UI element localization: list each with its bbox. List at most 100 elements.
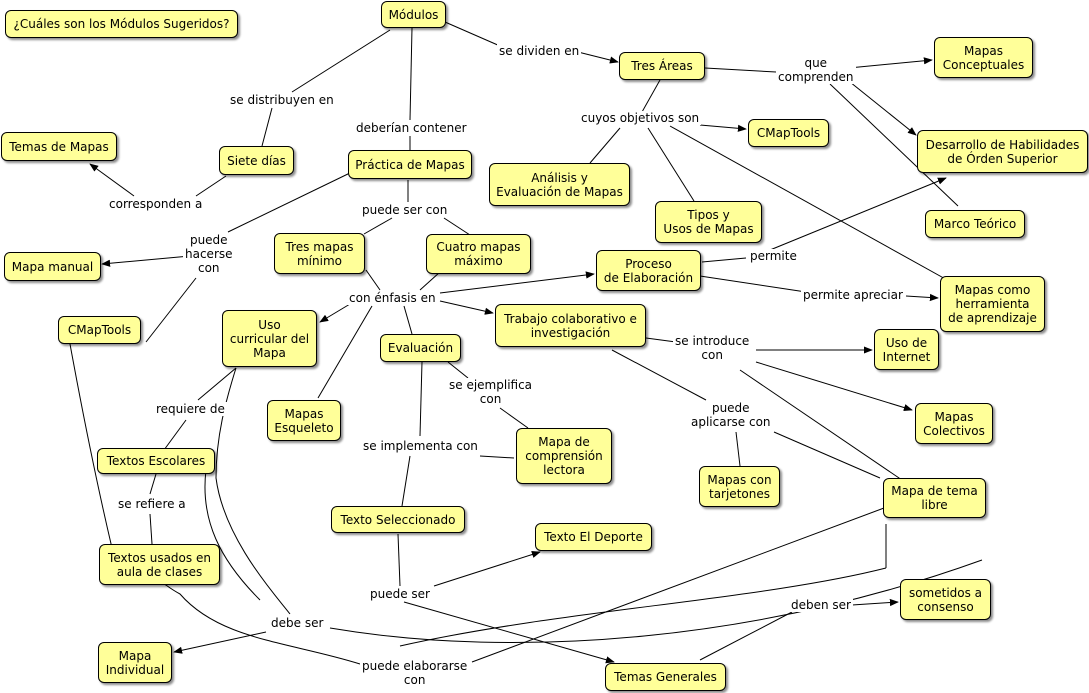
textos-escolares-concept[interactable]: Textos Escolares <box>97 448 215 474</box>
link-se-refiere-a[interactable]: se refiere a <box>116 497 188 511</box>
link-line <box>773 431 881 479</box>
link-deben-ser[interactable]: deben ser <box>789 598 853 612</box>
evaluacion-concept[interactable]: Evaluación <box>380 334 461 362</box>
cmaptools-left-concept[interactable]: CMapTools <box>58 316 141 344</box>
tres-areas-concept[interactable]: Tres Áreas <box>619 52 705 80</box>
link-line <box>739 369 903 481</box>
link-line <box>204 469 261 601</box>
link-line <box>399 567 887 647</box>
link-line <box>499 407 529 429</box>
link-puede-elaborarse-con[interactable]: puede elaborarse con <box>360 659 470 687</box>
mapa-individual-concept[interactable]: Mapa Individual <box>98 642 172 683</box>
tres-mapas-concept[interactable]: Tres mapas mínimo <box>274 233 365 274</box>
link-line <box>397 533 401 587</box>
link-se-dividen-en[interactable]: se dividen en <box>497 44 582 58</box>
practica-mapas-concept[interactable]: Práctica de Mapas <box>348 150 472 179</box>
link-line <box>163 419 187 451</box>
link-permite-apreciar[interactable]: permite apreciar <box>801 288 905 302</box>
link-line <box>215 367 291 615</box>
link-cuyos-objetivos-son[interactable]: cuyos objetivos son <box>579 111 702 125</box>
link-line <box>403 305 413 335</box>
link-puede-hacerse-con[interactable]: puede hacerse con <box>183 233 235 275</box>
analisis-evaluacion-concept[interactable]: Análisis y Evaluación de Mapas <box>489 163 630 206</box>
sometidos-consenso-concept[interactable]: sometidos a consenso <box>900 579 991 620</box>
link-puede-ser[interactable]: puede ser <box>368 587 432 601</box>
proceso-elaboracion-concept[interactable]: Proceso de Elaboración <box>596 250 701 291</box>
link-se-distribuyen-en[interactable]: se distribuyen en <box>228 93 336 107</box>
texto-seleccionado-concept[interactable]: Texto Seleccionado <box>331 506 465 533</box>
link-corresponden-a[interactable]: corresponden a <box>107 197 205 211</box>
mapa-manual-concept[interactable]: Mapa manual <box>4 252 101 281</box>
link-line <box>641 79 661 113</box>
link-line <box>577 51 619 64</box>
link-line <box>149 473 157 495</box>
textos-usados-concept[interactable]: Textos usados en aula de clases <box>99 544 220 585</box>
link-permite[interactable]: permite <box>748 249 799 263</box>
link-line <box>195 175 227 197</box>
cuatro-mapas-concept[interactable]: Cuatro mapas máximo <box>426 234 531 274</box>
link-line <box>227 171 353 233</box>
link-line <box>849 81 917 136</box>
link-line <box>851 598 899 607</box>
link-line <box>319 303 351 323</box>
desarrollo-habilidades-concept[interactable]: Desarrollo de Habilidades de Órden Super… <box>917 130 1088 173</box>
title-question-concept[interactable]: ¿Cuáles son los Módulos Sugeridos? <box>5 10 238 38</box>
mapa-comprension-concept[interactable]: Mapa de comprensión lectora <box>516 428 612 484</box>
link-debe-ser[interactable]: debe ser <box>269 616 326 630</box>
link-puede-ser-con[interactable]: puede ser con <box>360 203 450 217</box>
mapas-colectivos-concept[interactable]: Mapas Colectivos <box>915 403 993 444</box>
temas-generales-concept[interactable]: Temas Generales <box>605 663 726 691</box>
mapa-tema-libre-concept[interactable]: Mapa de tema libre <box>883 478 986 518</box>
link-se-implementa-con[interactable]: se implementa con <box>361 439 480 453</box>
link-deberian-contener[interactable]: deberían contener <box>354 121 469 135</box>
uso-internet-concept[interactable]: Uso de Internet <box>874 329 939 370</box>
link-line <box>145 277 197 343</box>
link-line <box>439 271 595 294</box>
link-se-ejemplifica-con[interactable]: se ejemplifica con <box>447 378 535 406</box>
link-line <box>419 361 423 437</box>
link-line <box>447 361 469 379</box>
link-line <box>439 300 494 315</box>
link-que-comprenden[interactable]: que comprenden <box>776 56 856 84</box>
link-line <box>63 321 113 549</box>
link-line <box>699 275 807 293</box>
link-line <box>647 127 695 202</box>
mapas-herramienta-concept[interactable]: Mapas como herramienta de aprendizaje <box>940 276 1045 332</box>
link-puede-aplicarse-con[interactable]: puede aplicarse con <box>689 401 773 429</box>
link-line <box>401 455 411 507</box>
mapas-esqueleto-concept[interactable]: Mapas Esqueleto <box>267 400 341 441</box>
link-line <box>735 431 741 467</box>
link-line <box>159 582 361 665</box>
link-line <box>701 257 747 263</box>
link-line <box>433 551 541 587</box>
mapas-tarjetones-concept[interactable]: Mapas con tarjetones <box>699 466 780 507</box>
link-line <box>317 305 373 399</box>
temas-de-mapas-concept[interactable]: Temas de Mapas <box>1 132 117 161</box>
trabajo-colaborativo-concept[interactable]: Trabajo colaborativo e investigación <box>495 304 646 347</box>
link-line <box>769 177 947 251</box>
cmaptools-right-concept[interactable]: CMapTools <box>748 119 829 147</box>
siete-dias-concept[interactable]: Siete días <box>219 146 294 175</box>
link-line <box>329 559 983 644</box>
marco-teorico-concept[interactable]: Marco Teórico <box>925 210 1025 238</box>
mapas-conceptuales-concept[interactable]: Mapas Conceptuales <box>934 37 1033 78</box>
link-line <box>365 269 381 291</box>
link-line <box>479 455 515 459</box>
link-line <box>403 601 615 664</box>
link-line <box>149 513 153 545</box>
link-line <box>589 127 621 164</box>
link-con-enfasis-en[interactable]: con énfasis en <box>347 291 438 305</box>
link-line <box>699 611 793 661</box>
uso-curricular-concept[interactable]: Uso curricular del Mapa <box>222 310 317 367</box>
link-line <box>363 217 393 235</box>
link-line <box>443 217 471 236</box>
link-line <box>829 83 959 207</box>
link-line <box>755 361 913 412</box>
tipos-usos-concept[interactable]: Tipos y Usos de Mapas <box>655 201 762 243</box>
link-requiere-de[interactable]: requiere de <box>154 402 227 416</box>
link-se-introduce-con[interactable]: se introduce con <box>673 334 752 362</box>
texto-el-deporte-concept[interactable]: Texto El Deporte <box>535 523 652 551</box>
link-line <box>419 271 441 291</box>
modulos-concept[interactable]: Módulos <box>381 1 446 28</box>
